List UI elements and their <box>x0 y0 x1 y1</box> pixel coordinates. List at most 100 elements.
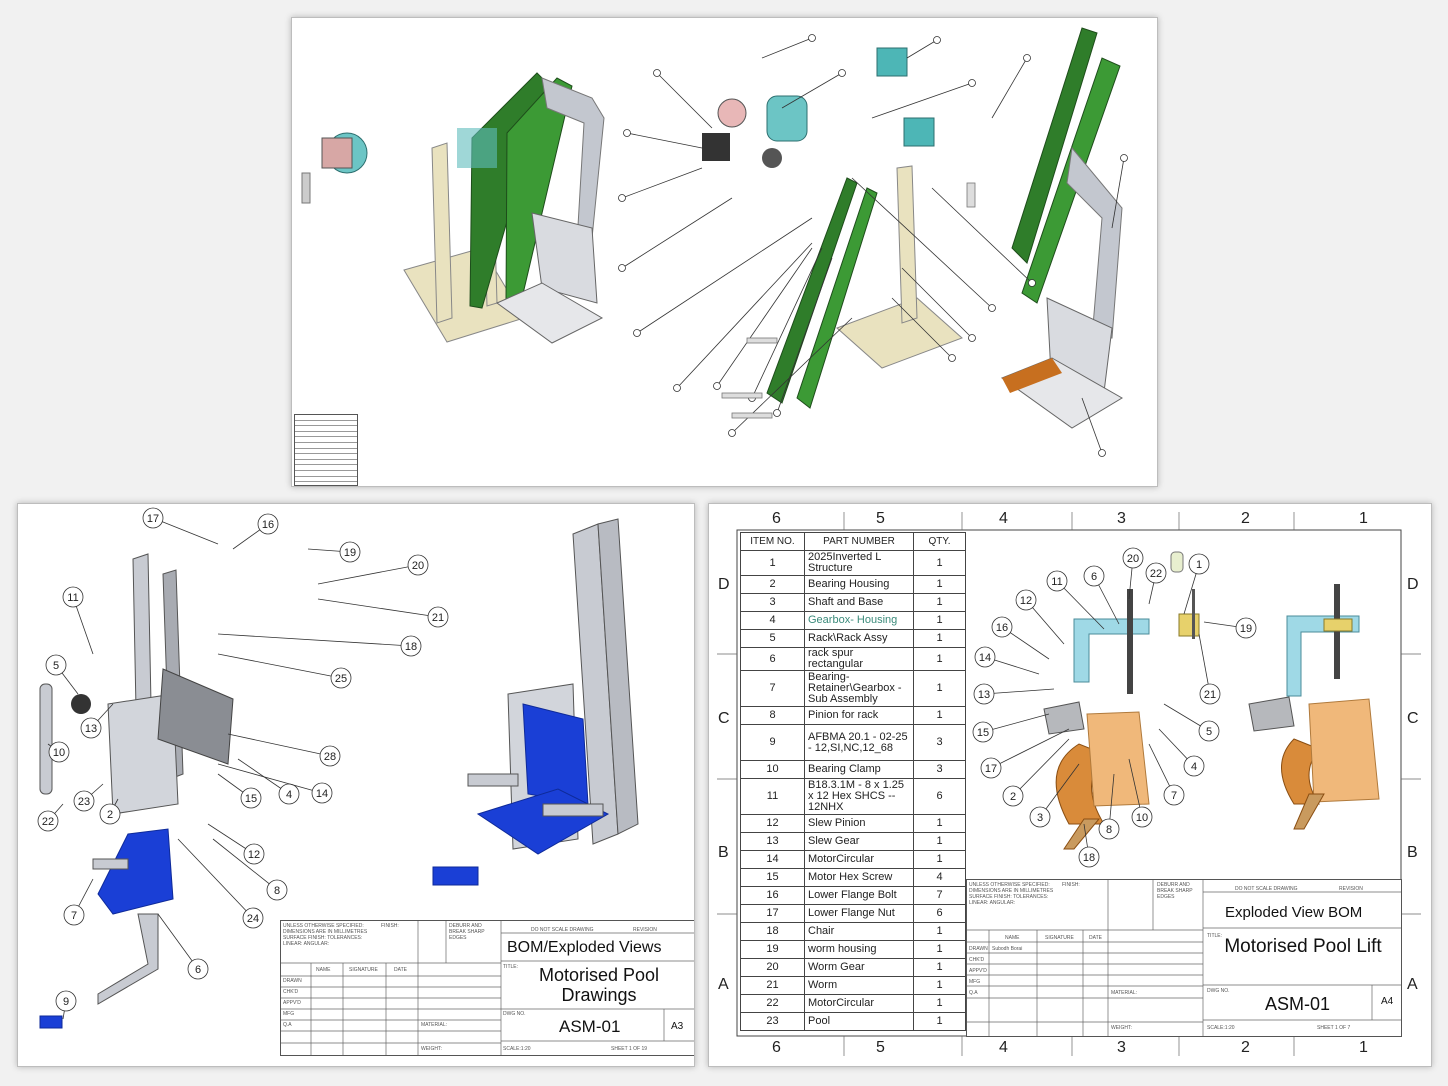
assembled-housing <box>1323 618 1353 632</box>
scale-label: SCALE:1:20 <box>1207 1025 1235 1031</box>
bom-cell-item: 6 <box>740 647 805 671</box>
scale-label: SCALE:1:20 <box>503 1046 531 1052</box>
bom-cell-item: 17 <box>740 904 805 923</box>
sheet-size: A4 <box>1381 996 1394 1007</box>
balloon-22 <box>37 810 59 832</box>
foot-block <box>39 1015 63 1029</box>
title-block-right: UNLESS OTHERWISE SPECIFIED: DIMENSIONS A… <box>966 879 1402 1037</box>
assembled-foot <box>432 866 479 886</box>
balloon-leader <box>152 517 219 545</box>
balloon-15 <box>240 787 262 809</box>
bom-cell-part: Gearbox- Housing <box>804 611 914 630</box>
exploded-view-sheet <box>291 17 1158 487</box>
mini-bom-table <box>294 414 358 486</box>
middle-pink-spool <box>717 98 747 128</box>
row-checked: CHK'D <box>283 989 299 995</box>
bom-cell-item: 19 <box>740 940 805 959</box>
zone-side-b: B <box>718 844 729 861</box>
assembled-chair-seat <box>1308 698 1380 803</box>
name-col: NAME <box>316 967 331 973</box>
blue-chair-exploded <box>97 828 174 915</box>
assembled-column-b <box>597 518 639 835</box>
bom-cell-qty: 1 <box>913 850 966 869</box>
balloon-leader <box>990 728 1070 769</box>
balloon-leader <box>217 633 412 647</box>
row-qa: Q.A <box>969 990 978 996</box>
left-springs <box>457 128 497 168</box>
balloon-22 <box>1145 562 1167 584</box>
balloon-14 <box>311 782 333 804</box>
row-checked: CHK'D <box>969 957 985 963</box>
row-qa: Q.A <box>283 1022 292 1028</box>
bom-cell-qty: 1 <box>913 629 966 648</box>
bom-cell-qty: 1 <box>913 647 966 671</box>
balloon-24 <box>242 907 264 929</box>
balloon-label: 19 <box>344 547 356 559</box>
zone-top-4: 4 <box>999 510 1008 527</box>
balloon-label: 16 <box>996 622 1008 634</box>
balloon-leader <box>1056 580 1105 630</box>
zone-top-3: 3 <box>1117 510 1126 527</box>
balloon-20 <box>407 554 429 576</box>
lift-boom <box>1073 618 1150 683</box>
balloon-label: 3 <box>1037 812 1043 824</box>
balloon-leader <box>217 653 342 679</box>
balloon-label: 10 <box>53 747 65 759</box>
bom-cell-item: 18 <box>740 922 805 941</box>
row-mfg: MFG <box>283 1011 295 1017</box>
right-chair-rim <box>1002 358 1062 393</box>
left-bolt <box>301 172 311 204</box>
bom-cell-qty: 1 <box>913 670 966 707</box>
balloon-label: 20 <box>1127 553 1139 565</box>
balloon-8 <box>266 879 288 901</box>
zone-top-1: 1 <box>1359 510 1368 527</box>
dwg-number: ASM-01 <box>559 1017 621 1036</box>
bom-cell-qty: 1 <box>913 706 966 725</box>
material-label: MATERIAL: <box>1111 990 1138 996</box>
zone-top-5: 5 <box>876 510 885 527</box>
zone-side-d: D <box>718 576 730 593</box>
general-notes: UNLESS OTHERWISE SPECIFIED: DIMENSIONS A… <box>969 882 1054 906</box>
row-mfg: MFG <box>969 979 981 985</box>
bom-cell-item: 16 <box>740 886 805 905</box>
right-grey-frame <box>1066 146 1123 339</box>
middle-base-plate <box>836 297 963 369</box>
bom-cell-item: 7 <box>740 670 805 707</box>
balloon-18 <box>1078 846 1100 868</box>
zone-side-c: C <box>718 710 730 727</box>
bom-cell-part: Worm <box>804 976 914 995</box>
bom-header-row: ITEM NO. PART NUMBER QTY. <box>740 532 966 551</box>
middle-spring-a <box>876 47 908 77</box>
balloon-16 <box>257 513 279 535</box>
loose-pins <box>721 182 976 419</box>
date-col: DATE <box>1089 935 1102 941</box>
bom-cell-item: 3 <box>740 593 805 612</box>
bom-cell-qty: 1 <box>913 994 966 1013</box>
signature-col: SIGNATURE <box>349 967 378 973</box>
bom-cell-item: 4 <box>740 611 805 630</box>
balloon-label: 7 <box>71 910 77 922</box>
balloon-label: 13 <box>85 723 97 735</box>
leader-lines <box>618 34 1128 457</box>
worm-housing <box>1178 613 1200 637</box>
zone-top-6: 6 <box>772 510 781 527</box>
bom-cell-qty: 1 <box>913 593 966 612</box>
balloon-2 <box>1002 785 1024 807</box>
balloon-label: 14 <box>979 652 991 664</box>
balloon-label: 5 <box>1206 726 1212 738</box>
flat-plate <box>157 668 234 765</box>
dwg-number: ASM-01 <box>1265 994 1331 1014</box>
lift-mast <box>1127 589 1133 694</box>
bom-cell-item: 21 <box>740 976 805 995</box>
balloon-label: 28 <box>324 751 336 763</box>
balloon-label: 6 <box>195 964 201 976</box>
exploded-assembly-drawing <box>301 27 1128 457</box>
